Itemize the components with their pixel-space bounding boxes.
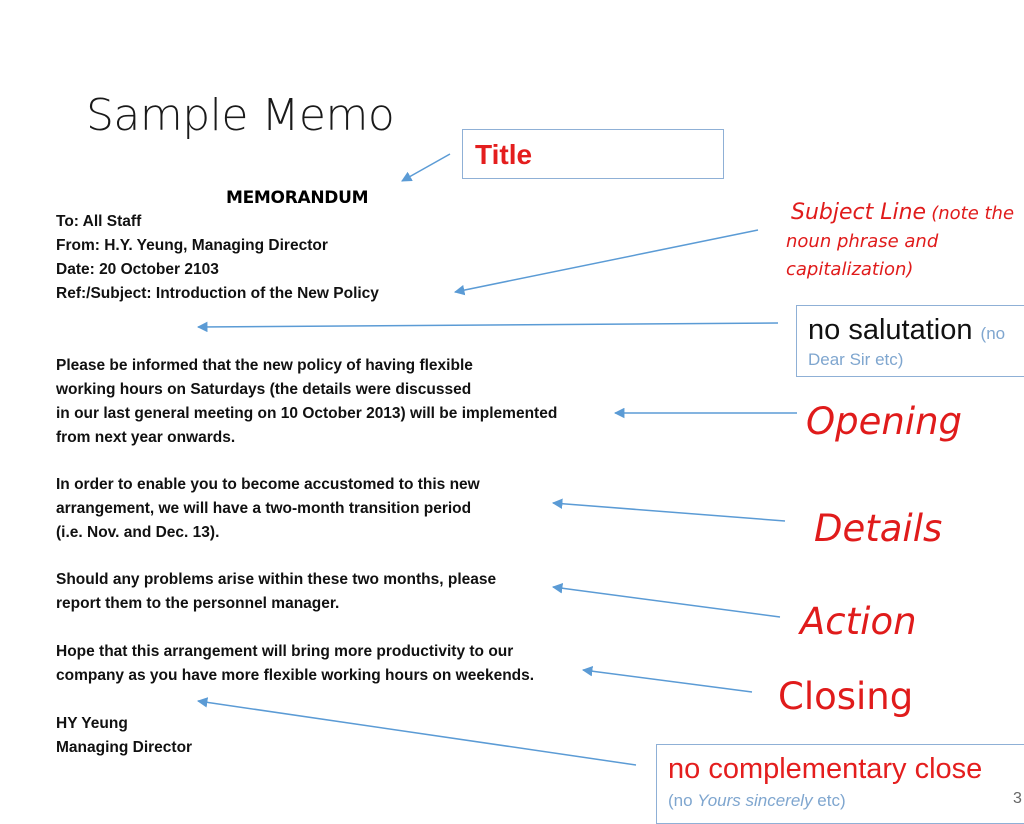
paragraph-line: from next year onwards. [56,429,236,446]
no-salutation-label: no salutation [808,314,973,346]
subject-line-label: Subject Line [791,200,927,225]
memo-from: From: H.Y. Yeung, Managing Director [56,237,328,254]
note-text: etc) [812,791,846,810]
closing-label: Closing [778,675,914,718]
signature-block: HY Yeung Managing Director [56,712,192,760]
subject-arrow [453,229,759,296]
action-paragraph: Should any problems arise within these t… [56,568,496,616]
subject-line-callout: Subject Line (note the noun phrase and c… [786,199,1014,284]
details-label: Details [814,507,943,550]
complementary-close-arrow [196,697,637,766]
opening-label: Opening [806,400,963,443]
action-arrow [551,583,781,618]
paragraph-line: Hope that this arrangement will bring mo… [56,643,514,660]
title-callout-label: Title [475,139,533,170]
title-callout: Title [462,129,724,179]
signature-title: Managing Director [56,739,193,756]
no-salutation-callout: no salutation (no Dear Sir etc) [796,305,1024,377]
paragraph-line: report them to the personnel manager. [56,595,340,612]
action-label: Action [800,600,917,643]
signature-name: HY Yeung [56,715,128,732]
paragraph-line: In order to enable you to become accusto… [56,476,480,493]
subject-line-note: capitalization) [786,259,914,280]
page-number: 3 [1013,790,1022,807]
title-arrow [401,153,451,182]
memo-to: To: All Staff [56,213,142,230]
subject-line-note: (note the [931,203,1015,224]
paragraph-line: arrangement, we will have a two-month tr… [56,500,472,517]
paragraph-line: in our last general meeting on 10 Octobe… [56,405,558,422]
details-arrow [551,498,786,522]
note-text: (no [668,791,698,810]
closing-paragraph: Hope that this arrangement will bring mo… [56,640,534,688]
slide-title: Sample Memo [86,90,395,141]
details-paragraph: In order to enable you to become accusto… [56,473,480,545]
note-emphasis: Yours sincerely [697,791,813,810]
opening-paragraph: Please be informed that the new policy o… [56,354,557,450]
no-salutation-note: (no [980,324,1006,343]
memo-subject: Ref:/Subject: Introduction of the New Po… [56,285,379,302]
subject-line-note: noun phrase and [786,231,939,252]
no-salutation-note: Dear Sir etc) [808,350,904,369]
paragraph-line: working hours on Saturdays (the details … [56,381,472,398]
salutation-arrow [196,321,779,333]
no-complementary-close-note: (no Yours sincerely etc) [668,791,846,811]
paragraph-line: company as you have more flexible workin… [56,667,535,684]
paragraph-line: Should any problems arise within these t… [56,571,497,588]
no-complementary-close-label: no complementary close [668,753,983,785]
paragraph-line: (i.e. Nov. and Dec. 13). [56,524,220,541]
memo-date: Date: 20 October 2103 [56,261,219,278]
memo-heading: MEMORANDUM [226,188,369,208]
paragraph-line: Please be informed that the new policy o… [56,357,473,374]
no-complementary-close-callout: no complementary close (no Yours sincere… [656,744,1024,824]
closing-arrow [581,666,753,693]
